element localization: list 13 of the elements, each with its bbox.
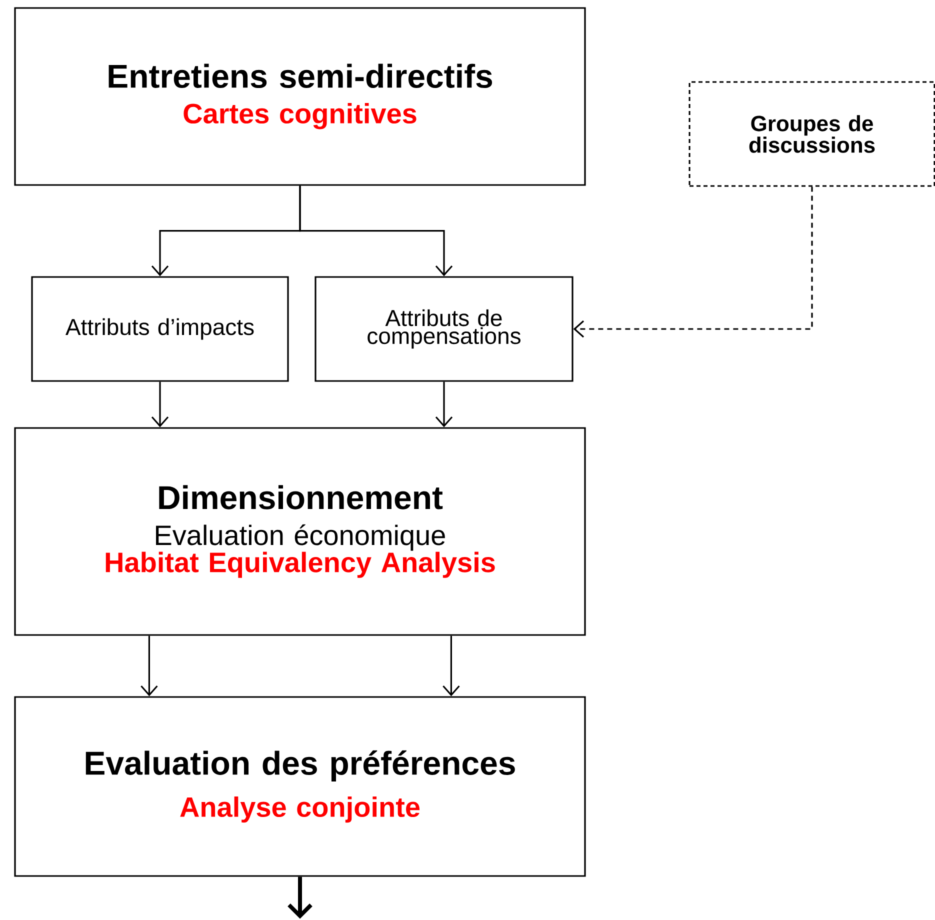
dashed-box: Groupes de discussions xyxy=(688,81,935,187)
arrow xyxy=(442,636,460,696)
process-box: Dimensionnement Evaluation économique Habitat Equivalency Analysis xyxy=(14,427,586,636)
process-box: Attributs de compensations xyxy=(314,276,574,382)
process-box: Evaluation des préférences Analyse conjointe xyxy=(14,696,586,877)
arrow xyxy=(573,186,813,338)
process-box: Entretiens semi-directifs Cartes cognitives xyxy=(14,7,586,186)
arrow xyxy=(299,186,453,276)
arrow xyxy=(140,636,158,696)
arrow xyxy=(288,876,312,919)
arrow xyxy=(435,382,453,428)
process-box: Attributs d’impacts xyxy=(31,276,289,382)
arrow xyxy=(151,382,169,428)
